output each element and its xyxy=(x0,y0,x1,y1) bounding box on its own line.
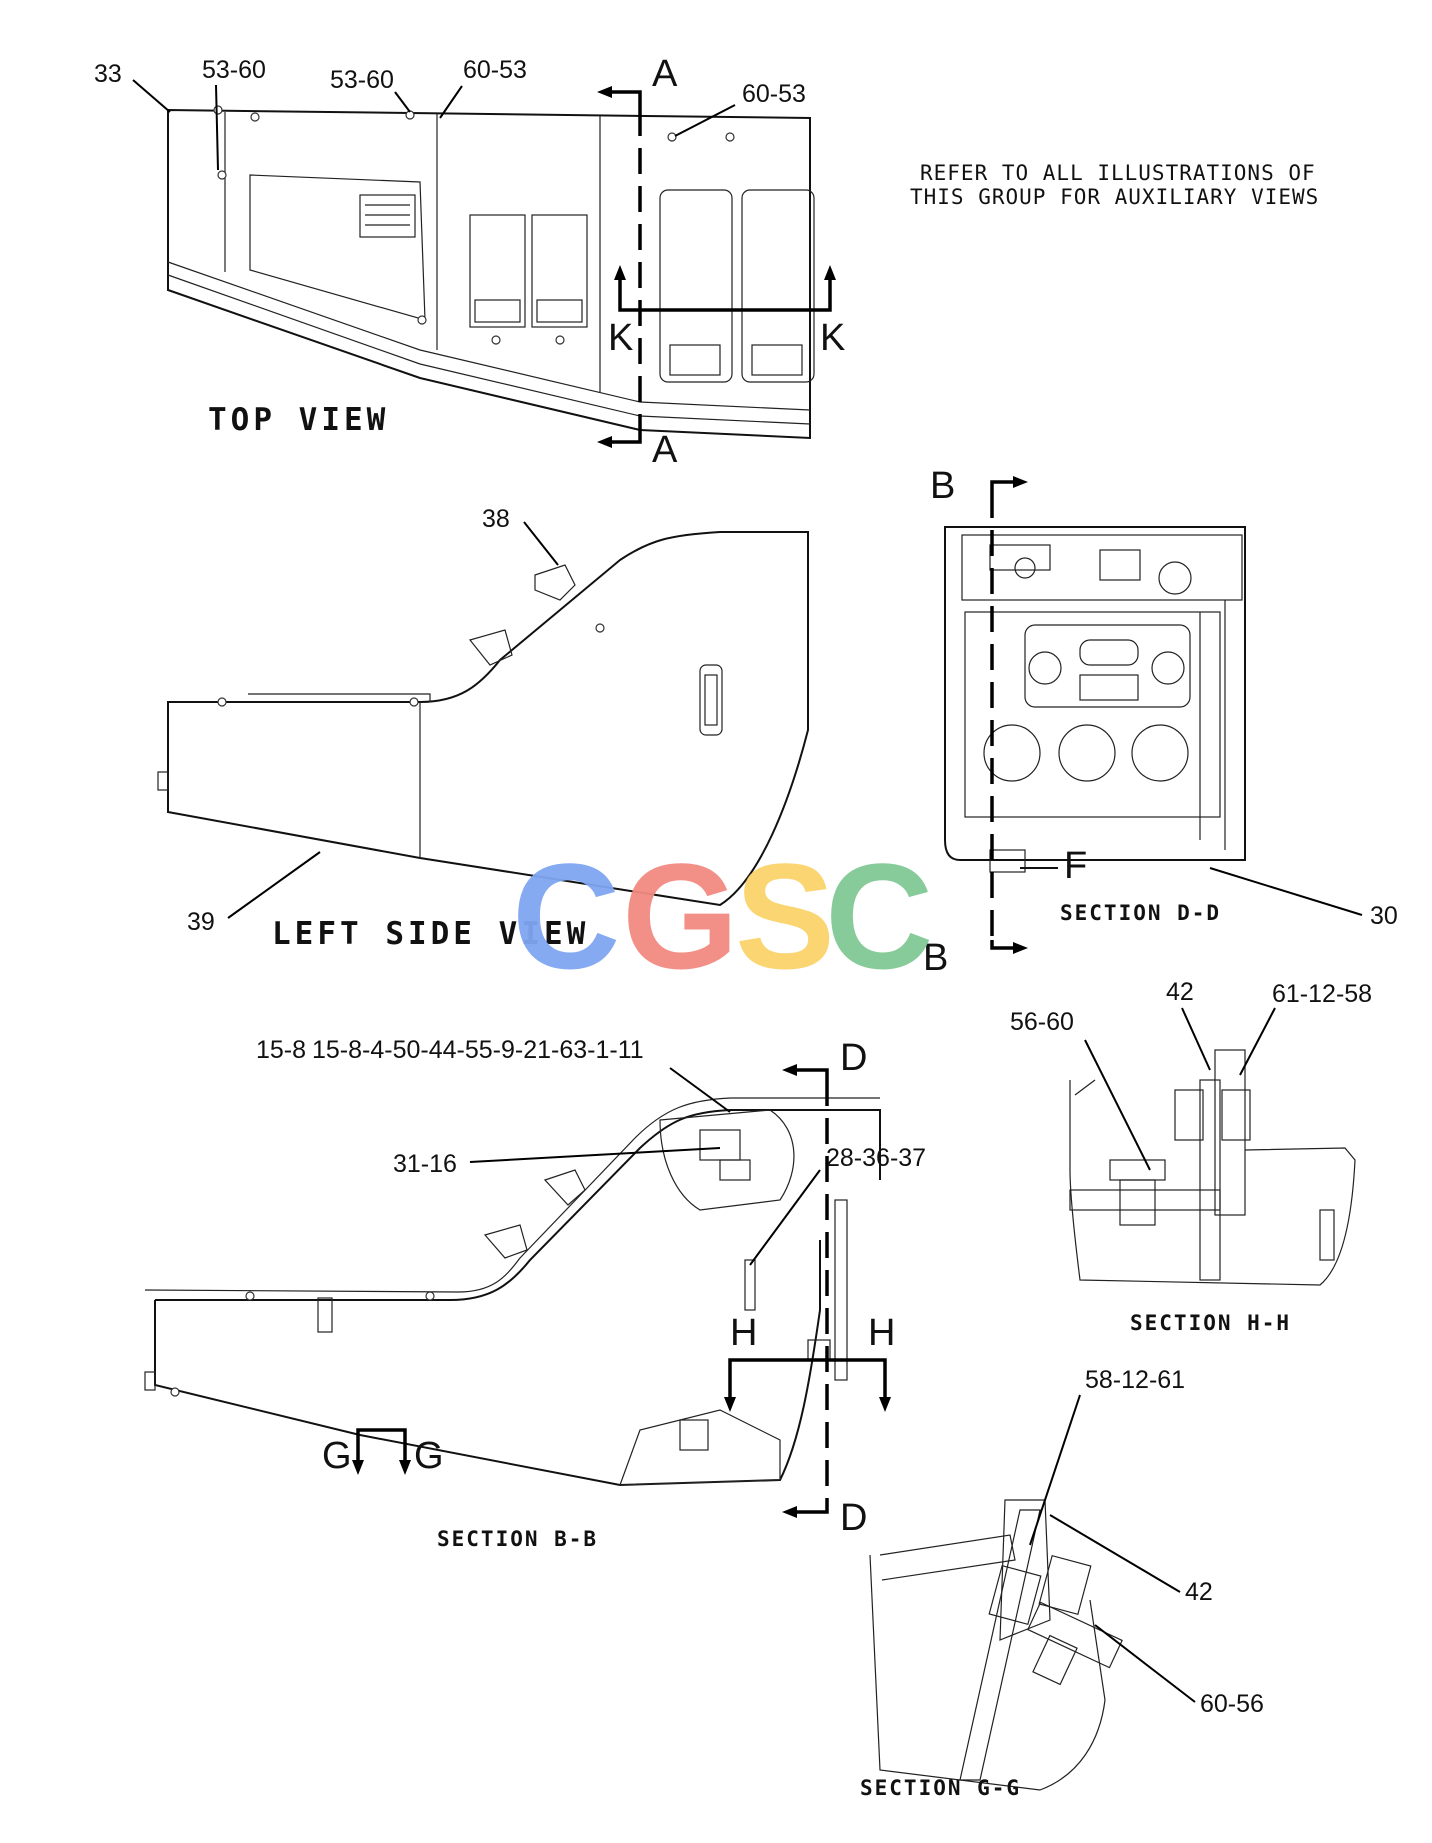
leader-38 xyxy=(523,521,559,566)
callout-28-36-37: 28-36-37 xyxy=(826,1144,926,1172)
callout-53-60-a: 53-60 xyxy=(202,56,266,84)
callout-53-60-b: 53-60 xyxy=(330,66,394,94)
section-b-mark-top: B xyxy=(930,465,955,507)
section-h-mark-right: H xyxy=(868,1312,895,1354)
section-d-mark-bottom: D xyxy=(840,1497,867,1539)
leader-42-a xyxy=(1181,1007,1211,1071)
leader-60-53-b xyxy=(674,104,736,137)
callout-58-12-61: 58-12-61 xyxy=(1085,1366,1185,1394)
top-view-drawing xyxy=(167,105,815,440)
section-f-mark: F xyxy=(1064,845,1087,887)
note-line-1: REFER TO ALL ILLUSTRATIONS OF xyxy=(920,161,1316,185)
callout-39: 39 xyxy=(187,908,215,936)
callout-42-b: 42 xyxy=(1185,1578,1213,1606)
left-side-view-title: LEFT SIDE VIEW xyxy=(272,916,589,952)
section-bb-title: SECTION B-B xyxy=(437,1527,598,1551)
section-b-mark-bottom: B xyxy=(923,937,948,979)
section-hh-title: SECTION H-H xyxy=(1130,1311,1291,1335)
section-a-mark-top: A xyxy=(652,53,678,95)
section-h-mark-left: H xyxy=(730,1312,757,1354)
left-side-view-drawing xyxy=(157,531,809,907)
section-b-cut-line xyxy=(990,476,1028,954)
watermark-letter-c1: C xyxy=(512,832,620,1000)
leader-61-12-58 xyxy=(1239,1007,1276,1076)
callout-60-53-b: 60-53 xyxy=(742,80,806,108)
watermark-logo: C G S C xyxy=(512,832,933,1000)
leader-42-b xyxy=(1049,1514,1181,1593)
leader-60-56 xyxy=(1094,1624,1196,1703)
note-line-2: THIS GROUP FOR AUXILIARY VIEWS xyxy=(910,185,1319,209)
callout-33: 33 xyxy=(94,60,122,88)
watermark-letter-g: G xyxy=(622,832,739,1000)
section-bb-drawing xyxy=(144,1097,881,1487)
callout-30: 30 xyxy=(1370,902,1398,930)
leader-56-60 xyxy=(1084,1039,1151,1171)
section-dd-drawing xyxy=(944,526,1246,873)
section-k-mark-left: K xyxy=(608,317,633,359)
section-g-mark-right: G xyxy=(414,1435,444,1477)
callout-42-a: 42 xyxy=(1166,978,1194,1006)
callout-60-56: 60-56 xyxy=(1200,1690,1264,1718)
callout-60-53-a: 60-53 xyxy=(463,56,527,84)
section-dd-title: SECTION D-D xyxy=(1060,901,1221,925)
section-a-mark-bottom: A xyxy=(652,429,678,471)
section-g-cut-line xyxy=(352,1428,411,1475)
section-d-cut-line xyxy=(782,1064,829,1518)
callout-15-8-4-50-44-55-9-21-63-1-11: 15-8-4-50-44-55-9-21-63-1-11 xyxy=(312,1036,644,1064)
leader-30 xyxy=(1209,867,1363,916)
callout-31-16: 31-16 xyxy=(393,1150,457,1178)
callout-38: 38 xyxy=(482,505,510,533)
leader-28-36-37 xyxy=(749,1169,821,1266)
top-view-title: TOP VIEW xyxy=(208,402,389,438)
watermark-letter-c2: C xyxy=(825,832,933,1000)
callout-61-12-58: 61-12-58 xyxy=(1272,980,1372,1008)
leader-53-60-b xyxy=(394,91,411,113)
section-k-mark-right: K xyxy=(820,317,845,359)
section-hh-drawing xyxy=(1069,1049,1356,1286)
section-g-mark-left: G xyxy=(322,1435,352,1477)
section-h-cut-line xyxy=(724,1358,891,1412)
leader-15-8-long xyxy=(669,1067,731,1113)
leader-60-53-a xyxy=(439,85,463,119)
section-gg-title: SECTION G-G xyxy=(860,1776,1021,1800)
leader-39 xyxy=(227,851,321,919)
leader-31-16 xyxy=(469,1147,721,1163)
leader-58-12-61 xyxy=(1029,1394,1081,1546)
callout-56-60: 56-60 xyxy=(1010,1008,1074,1036)
watermark-letter-s: S xyxy=(735,832,835,1000)
callout-15-8-clipped: 15-8 xyxy=(256,1036,306,1064)
leader-53-60-a xyxy=(215,84,219,171)
section-d-mark-top: D xyxy=(840,1037,867,1079)
section-gg-drawing xyxy=(869,1499,1123,1791)
leader-33 xyxy=(132,79,171,113)
section-a-cut-line xyxy=(597,86,642,448)
callout-15-8-clip-frame: 15-8 xyxy=(256,1036,306,1064)
section-k-cut-line xyxy=(614,265,836,312)
